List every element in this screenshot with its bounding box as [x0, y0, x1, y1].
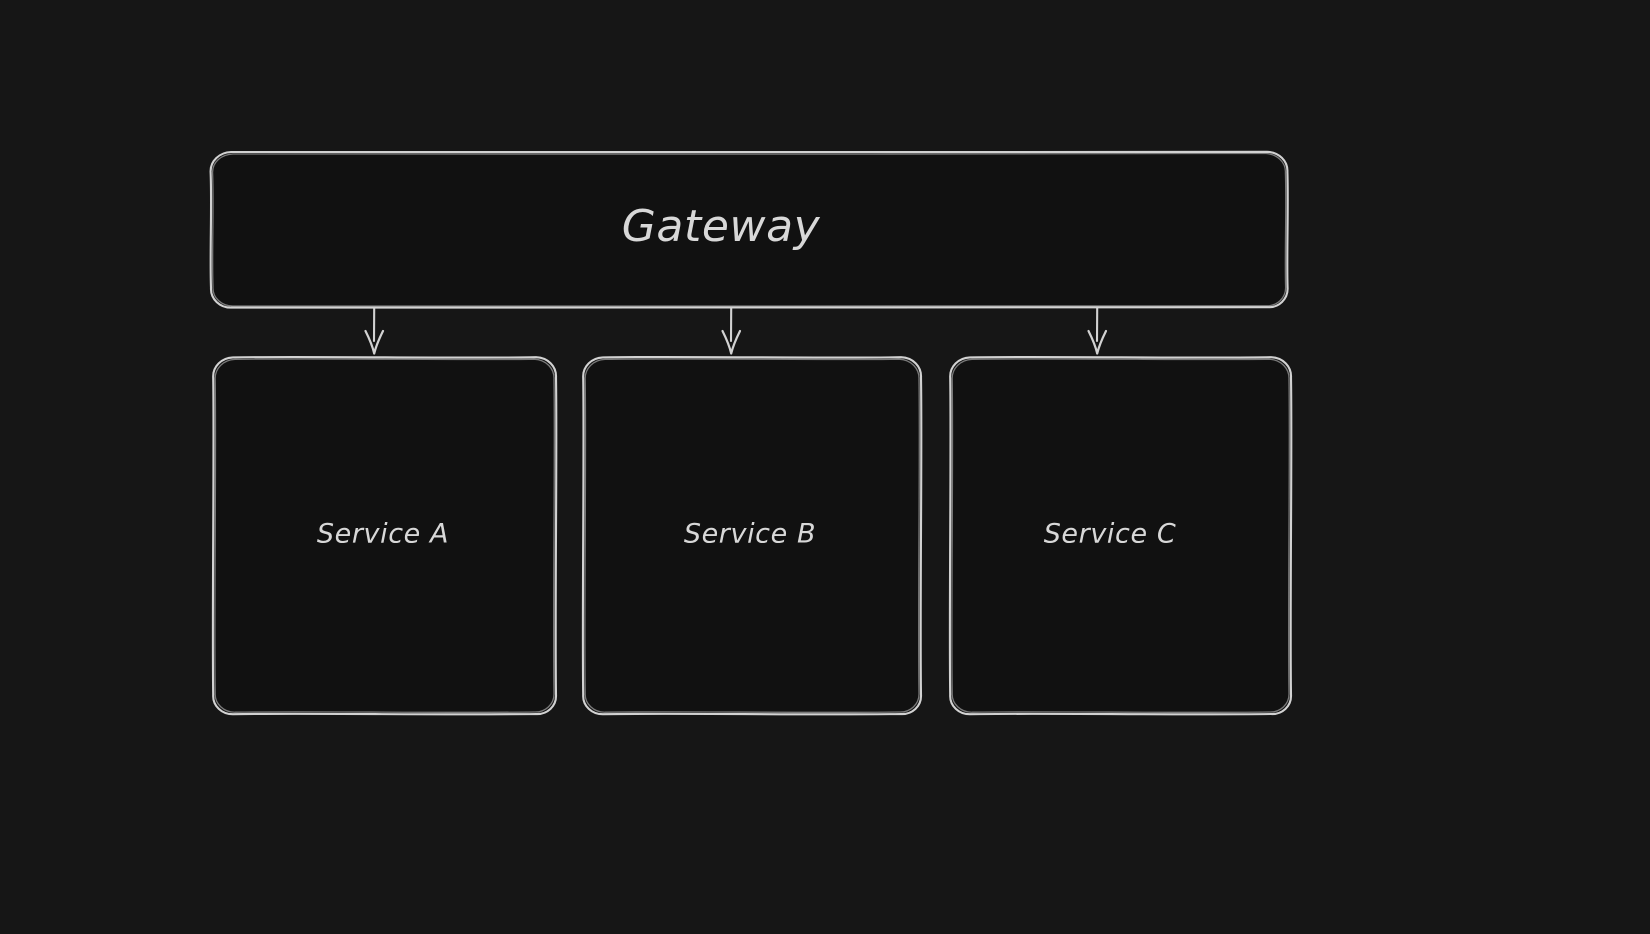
service-a-border-ghost: [214, 358, 555, 714]
service-a-label: Service A: [317, 519, 449, 550]
edge-gateway-service-b[interactable]: [721, 306, 742, 355]
service-c-fill: [951, 358, 1290, 714]
service-c-border-stroke: [948, 355, 1293, 716]
service-b-border-ghost: [584, 358, 920, 714]
arrowhead-a: [364, 329, 385, 355]
edge-gateway-service-a[interactable]: [364, 306, 385, 355]
service-a-fill: [214, 358, 555, 714]
node-service-a[interactable]: Service A: [211, 355, 558, 716]
node-service-b[interactable]: Service B: [581, 355, 923, 716]
service-c-label: Service C: [1044, 519, 1177, 550]
node-service-c[interactable]: Service C: [948, 355, 1293, 716]
node-gateway[interactable]: Gateway: [209, 150, 1289, 309]
gateway-label: Gateway: [622, 201, 821, 252]
arrowhead-c: [1087, 329, 1108, 355]
service-b-border-stroke: [581, 355, 923, 716]
gateway-fill: [211, 152, 1287, 307]
gateway-border-ghost: [211, 152, 1287, 307]
service-b-fill: [584, 358, 920, 714]
service-b-label: Service B: [684, 519, 816, 550]
service-c-border-ghost: [951, 358, 1290, 714]
edge-gateway-service-c[interactable]: [1087, 306, 1108, 355]
arrowhead-b: [721, 329, 742, 355]
gateway-border-stroke: [209, 150, 1289, 309]
service-a-border-stroke: [211, 355, 558, 716]
